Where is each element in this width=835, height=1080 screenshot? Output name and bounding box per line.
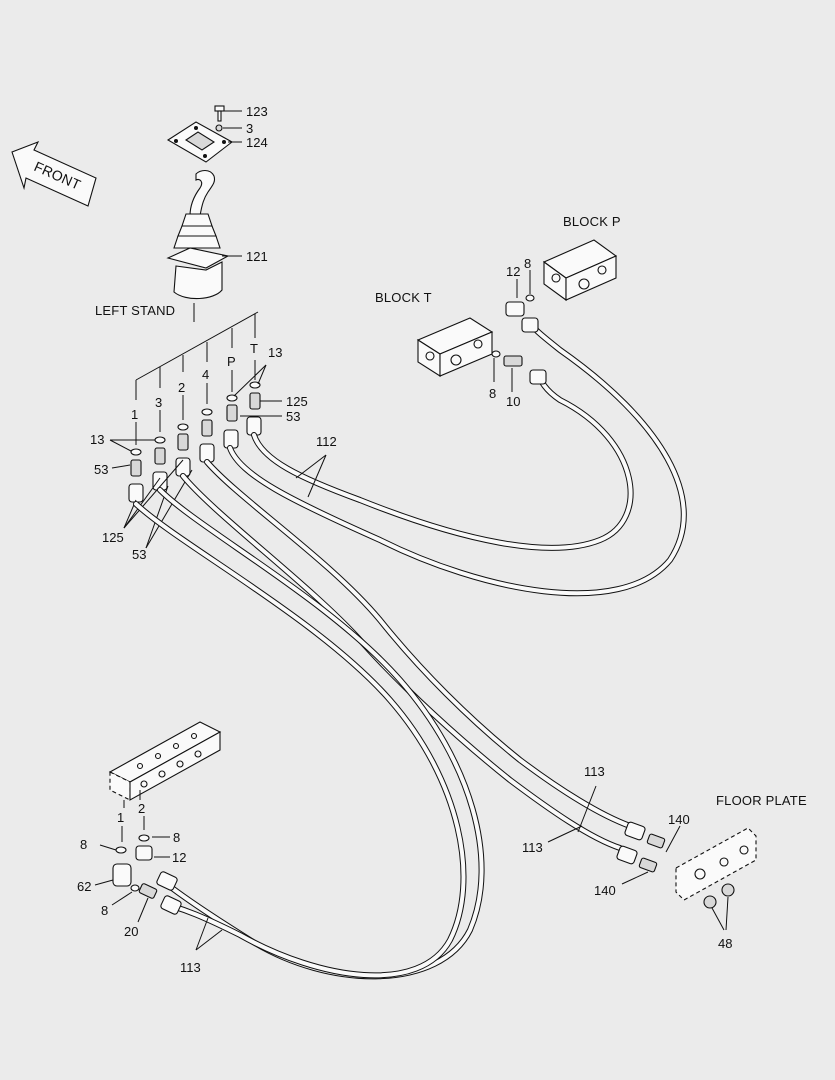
bottom-manifold <box>108 721 222 801</box>
block-p-fittings <box>505 294 539 333</box>
part-number-8-bottom-lower: 8 <box>101 903 108 918</box>
part-number-140-upper: 140 <box>668 812 690 827</box>
bolt-123 <box>214 105 225 122</box>
port-fan-lines <box>135 303 259 445</box>
port-label-1: 1 <box>131 407 138 422</box>
floor-plate <box>675 827 757 909</box>
part-number-123: 123 <box>246 104 268 119</box>
part-number-13-left: 13 <box>90 432 104 447</box>
part-number-125-top: 125 <box>286 394 308 409</box>
part-number-53-left: 53 <box>94 462 108 477</box>
part-number-3: 3 <box>246 121 253 136</box>
part-number-124: 124 <box>246 135 268 150</box>
part-number-13-top: 13 <box>268 345 282 360</box>
port-label-3: 3 <box>155 395 162 410</box>
block-t <box>416 317 494 378</box>
washer-3 <box>215 124 223 132</box>
part-number-12-block-p: 12 <box>506 264 520 279</box>
bottom-port-label-1: 1 <box>117 810 124 825</box>
part-number-20: 20 <box>124 924 138 939</box>
part-number-113-bottom: 113 <box>180 960 201 975</box>
port-label-T: T <box>250 341 258 356</box>
hose-112-group <box>227 319 687 597</box>
hose-113-group <box>133 459 633 980</box>
joystick-121 <box>166 169 230 300</box>
bottom-port-label-2: 2 <box>138 801 145 816</box>
block-p <box>542 239 618 302</box>
part-number-112: 112 <box>316 434 337 449</box>
part-number-8-block-t: 8 <box>489 386 496 401</box>
part-number-10-block-t: 10 <box>506 394 520 409</box>
part-number-140-lower: 140 <box>594 883 616 898</box>
front-arrow-icon: FRONT <box>11 140 97 207</box>
part-number-121: 121 <box>246 249 268 264</box>
part-number-8-bottom-right: 8 <box>173 830 180 845</box>
part-number-113-right-lower: 113 <box>522 840 543 855</box>
title-block-p: BLOCK P <box>563 214 621 229</box>
mounting-plate <box>166 121 233 163</box>
part-number-62: 62 <box>77 879 91 894</box>
port-label-4: 4 <box>202 367 209 382</box>
port-fittings <box>128 381 262 503</box>
part-number-53-bottom: 53 <box>132 547 146 562</box>
port-label-P: P <box>227 354 236 369</box>
bottom-fittings <box>112 834 182 915</box>
block-t-fittings <box>491 350 547 385</box>
port-label-2: 2 <box>178 380 185 395</box>
part-number-12-bottom: 12 <box>172 850 186 865</box>
part-number-8-block-p: 8 <box>524 256 531 271</box>
title-left-stand: LEFT STAND <box>95 303 175 318</box>
title-block-t: BLOCK T <box>375 290 432 305</box>
part-number-113-right-upper: 113 <box>584 764 605 779</box>
title-floor-plate: FLOOR PLATE <box>716 793 807 808</box>
part-number-125-bottom: 125 <box>102 530 124 545</box>
part-number-8-bottom-left: 8 <box>80 837 87 852</box>
floor-plate-fittings <box>616 821 666 873</box>
part-number-48: 48 <box>718 936 732 951</box>
part-number-53-top: 53 <box>286 409 300 424</box>
